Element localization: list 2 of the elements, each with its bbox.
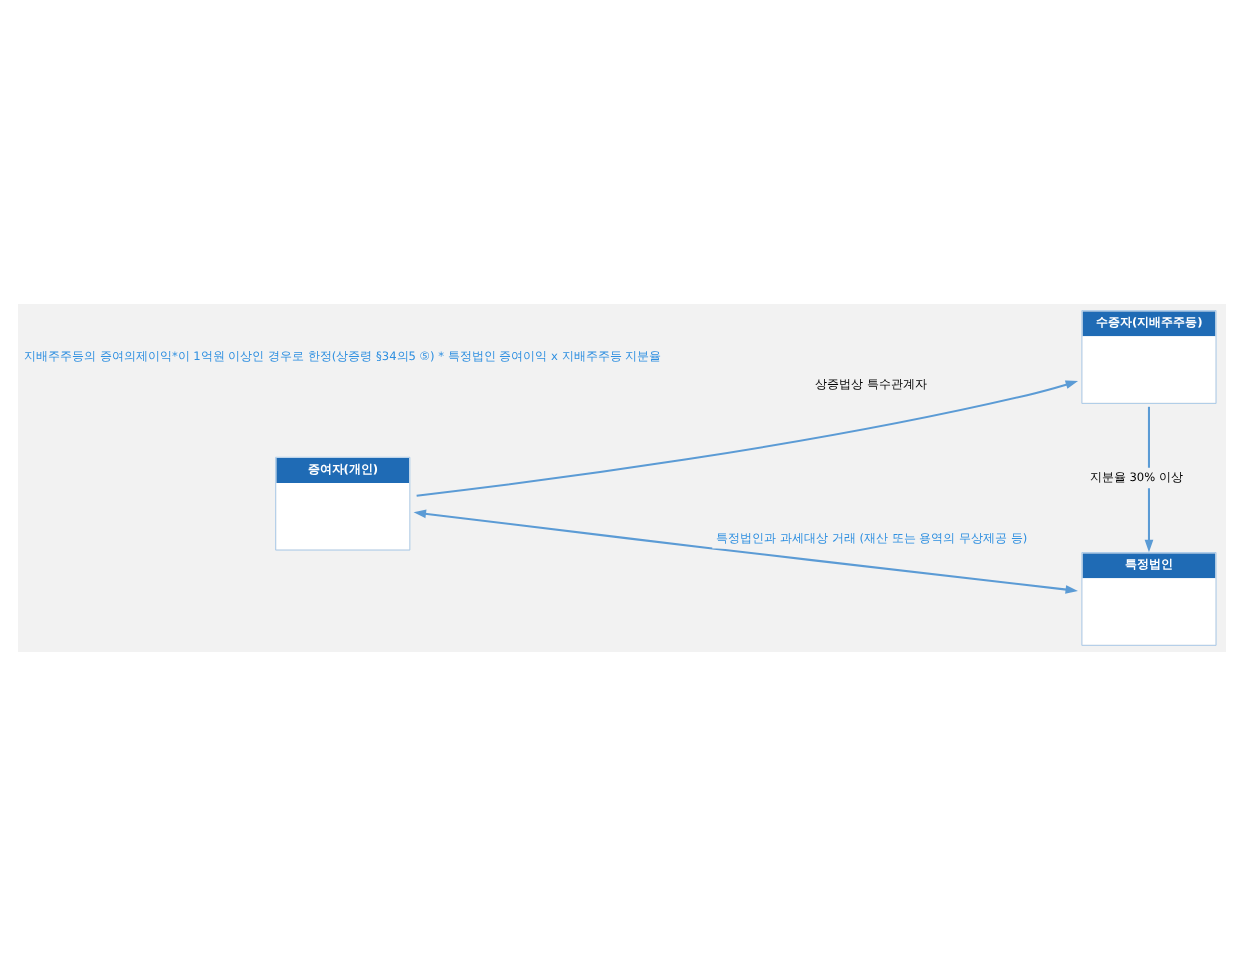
arrow	[413, 509, 1078, 594]
arrow	[416, 380, 1079, 497]
